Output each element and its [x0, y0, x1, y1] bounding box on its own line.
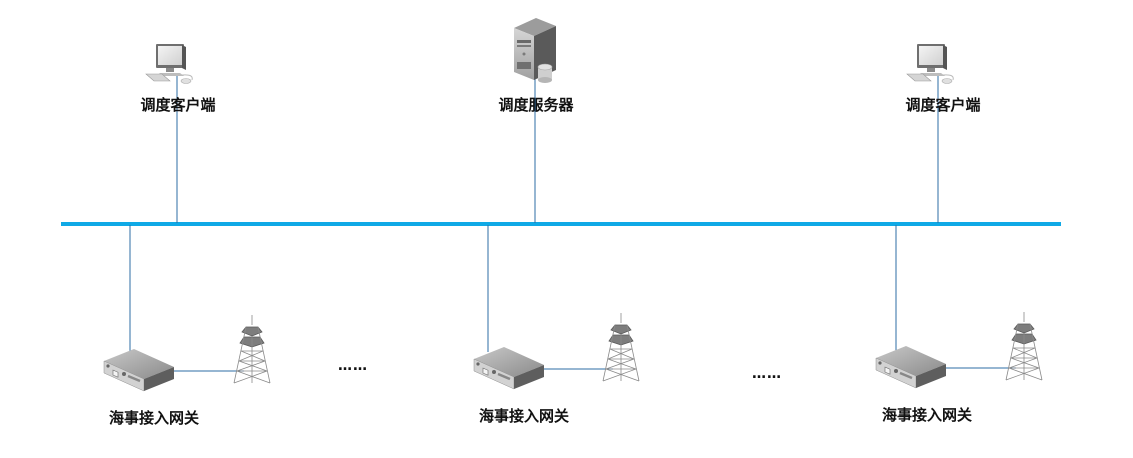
gateway-2-label: 海事接入网关: [478, 407, 570, 425]
ellipsis-1: ……: [338, 358, 368, 374]
gateway-1-label: 海事接入网关: [108, 409, 200, 427]
server-icon: [513, 17, 557, 84]
radio-tower-icon: [1005, 311, 1043, 381]
radio-tower-icon: [602, 312, 640, 382]
radio-tower-icon: [233, 314, 271, 384]
client-1-label: 调度客户端: [140, 96, 216, 114]
client-pc-icon: [906, 43, 954, 84]
gateway-icon: [102, 347, 176, 393]
gateway-icon: [472, 345, 546, 391]
gateway-3-label: 海事接入网关: [881, 406, 973, 424]
client-2-label: 调度客户端: [905, 96, 981, 114]
client-pc-icon: [145, 43, 193, 84]
server-label: 调度服务器: [498, 96, 574, 114]
ellipsis-2: ……: [752, 366, 782, 382]
gateway-icon: [874, 344, 948, 390]
